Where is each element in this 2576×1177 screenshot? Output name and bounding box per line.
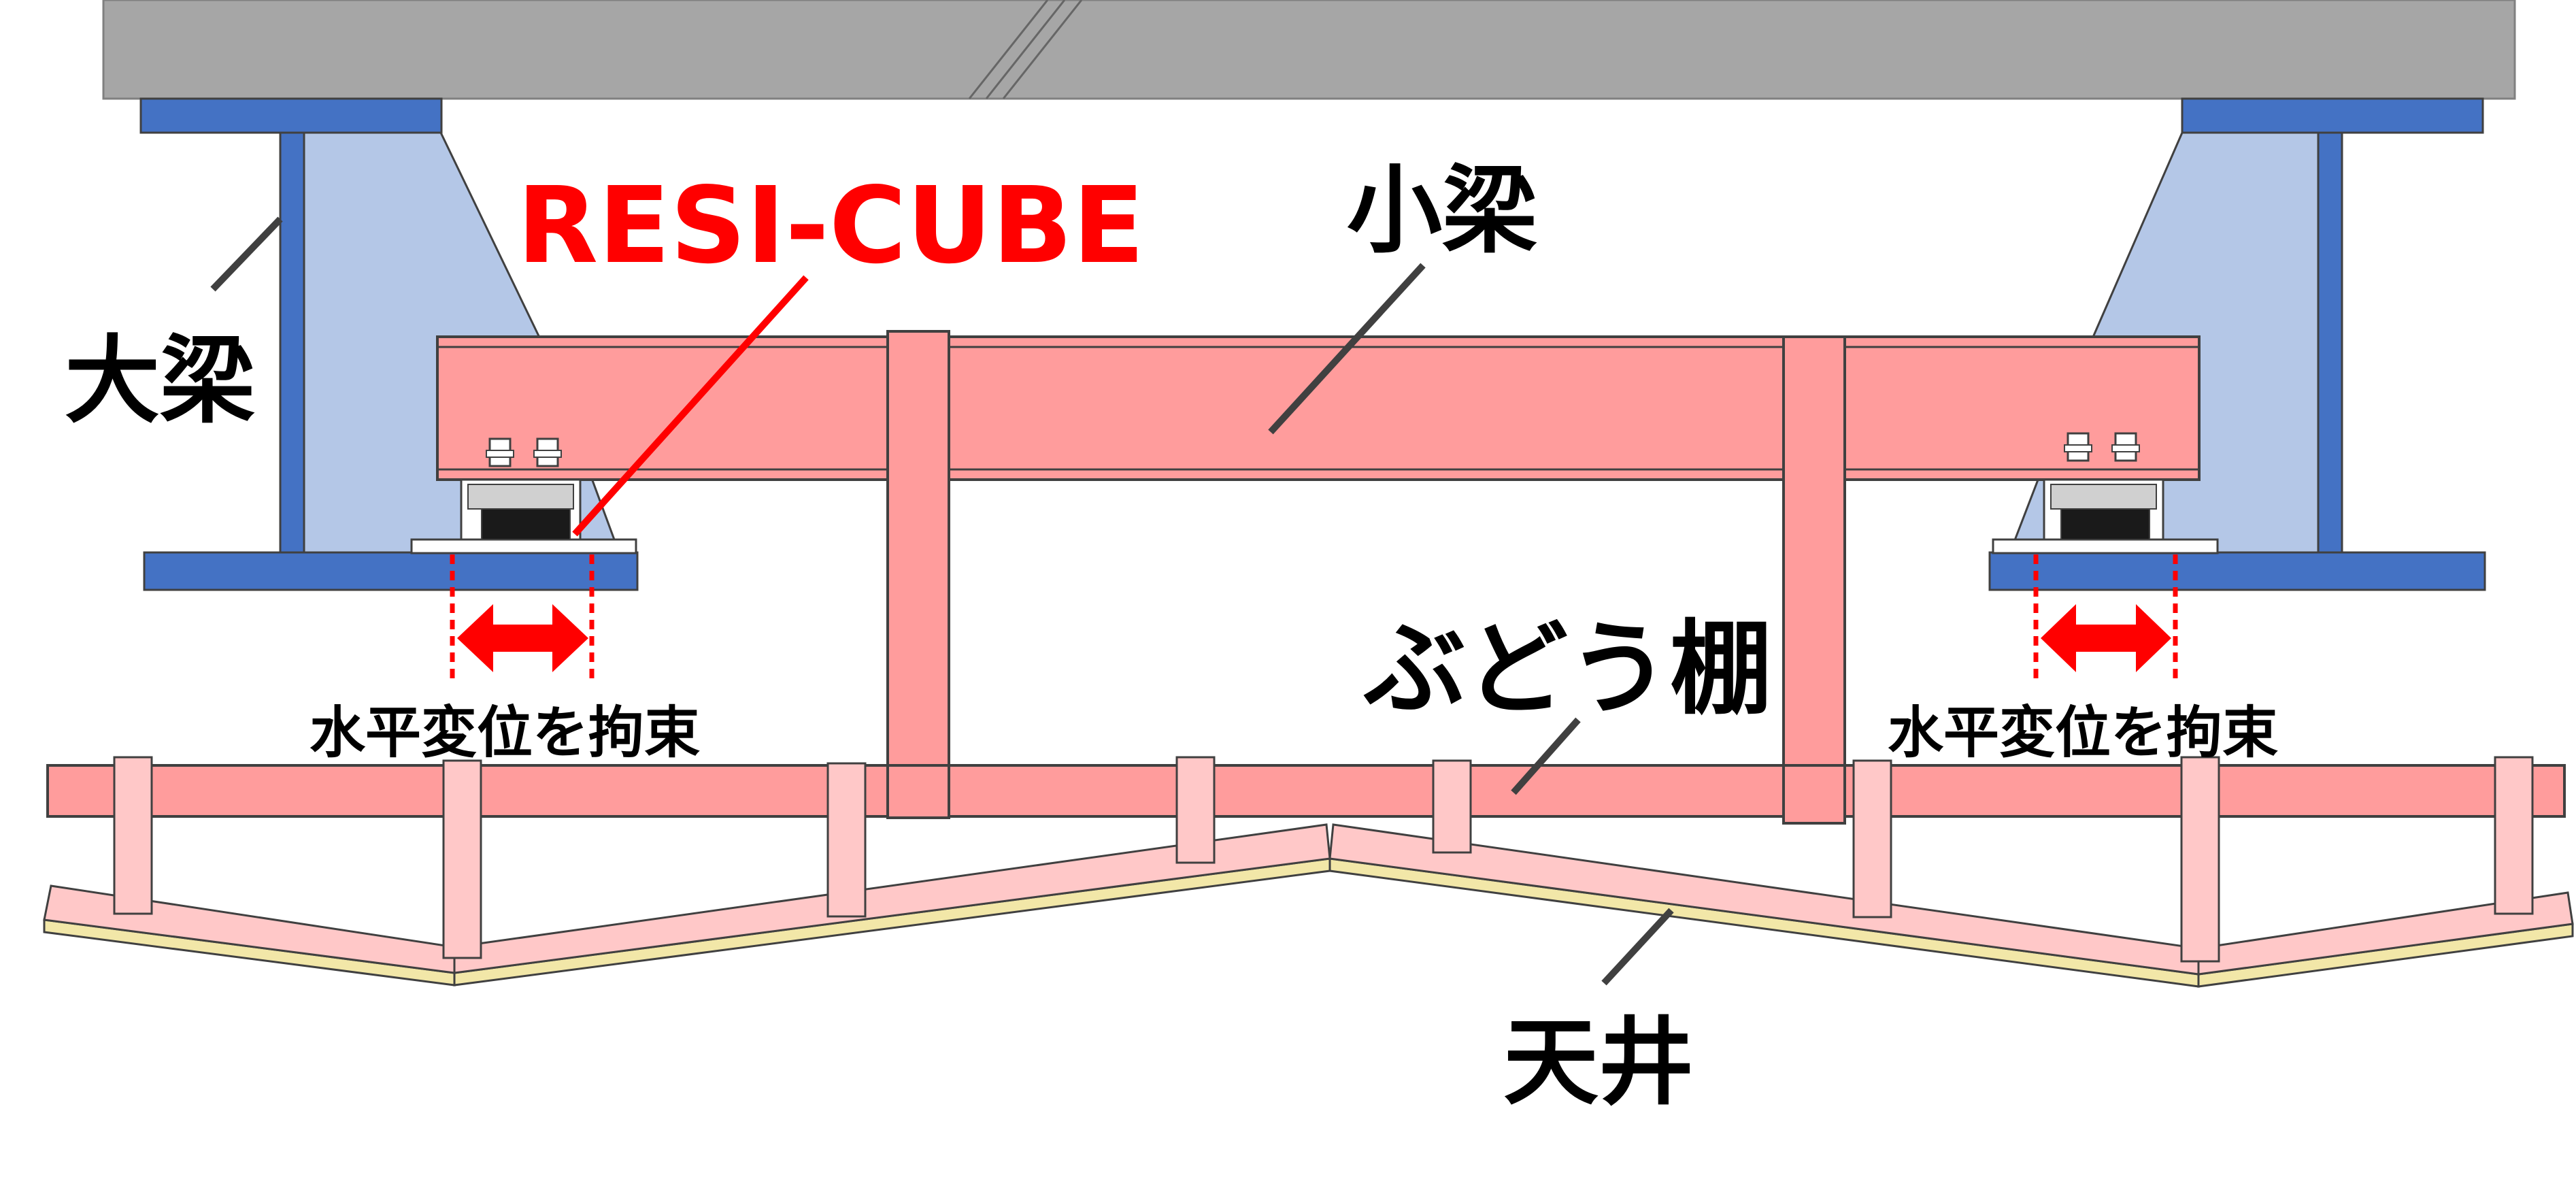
large-beam-label: 大梁: [65, 326, 255, 437]
displacement-indicator-left: [450, 554, 595, 680]
small-beam: [436, 335, 2201, 481]
hanger-post-left-lower: [886, 764, 950, 819]
constraint-label-left: 水平変位を拘束: [310, 701, 700, 765]
displacement-indicator-right: [2033, 554, 2178, 680]
constraint-label-right: 水平変位を拘束: [1888, 701, 2278, 765]
resi-cube-device-right: [1992, 432, 2219, 554]
large-beam-leader: [210, 216, 283, 292]
grape-shelf-leader: [1511, 717, 1581, 795]
ceiling-boards: [43, 857, 2574, 988]
hanger-post-right-lower: [1782, 764, 1846, 825]
resi-cube-device-left: [410, 437, 637, 554]
ceiling-label: 天井: [1503, 1008, 1694, 1118]
resi-cube-label: RESI-CUBE: [517, 164, 1145, 287]
hanger-post-left: [886, 330, 950, 819]
grape-shelf-label: ぶどう棚: [1363, 610, 1772, 729]
resi-cube-leader: [572, 275, 809, 537]
ceiling-hangers: [113, 756, 2534, 963]
hanger-post-right: [1782, 335, 1846, 825]
ceiling-members: [43, 823, 2574, 976]
small-beam-leader: [1268, 263, 1426, 435]
slab: [102, 0, 2516, 100]
small-beam-label: 小梁: [1347, 156, 1537, 267]
ceiling-leader: [1601, 908, 1674, 986]
